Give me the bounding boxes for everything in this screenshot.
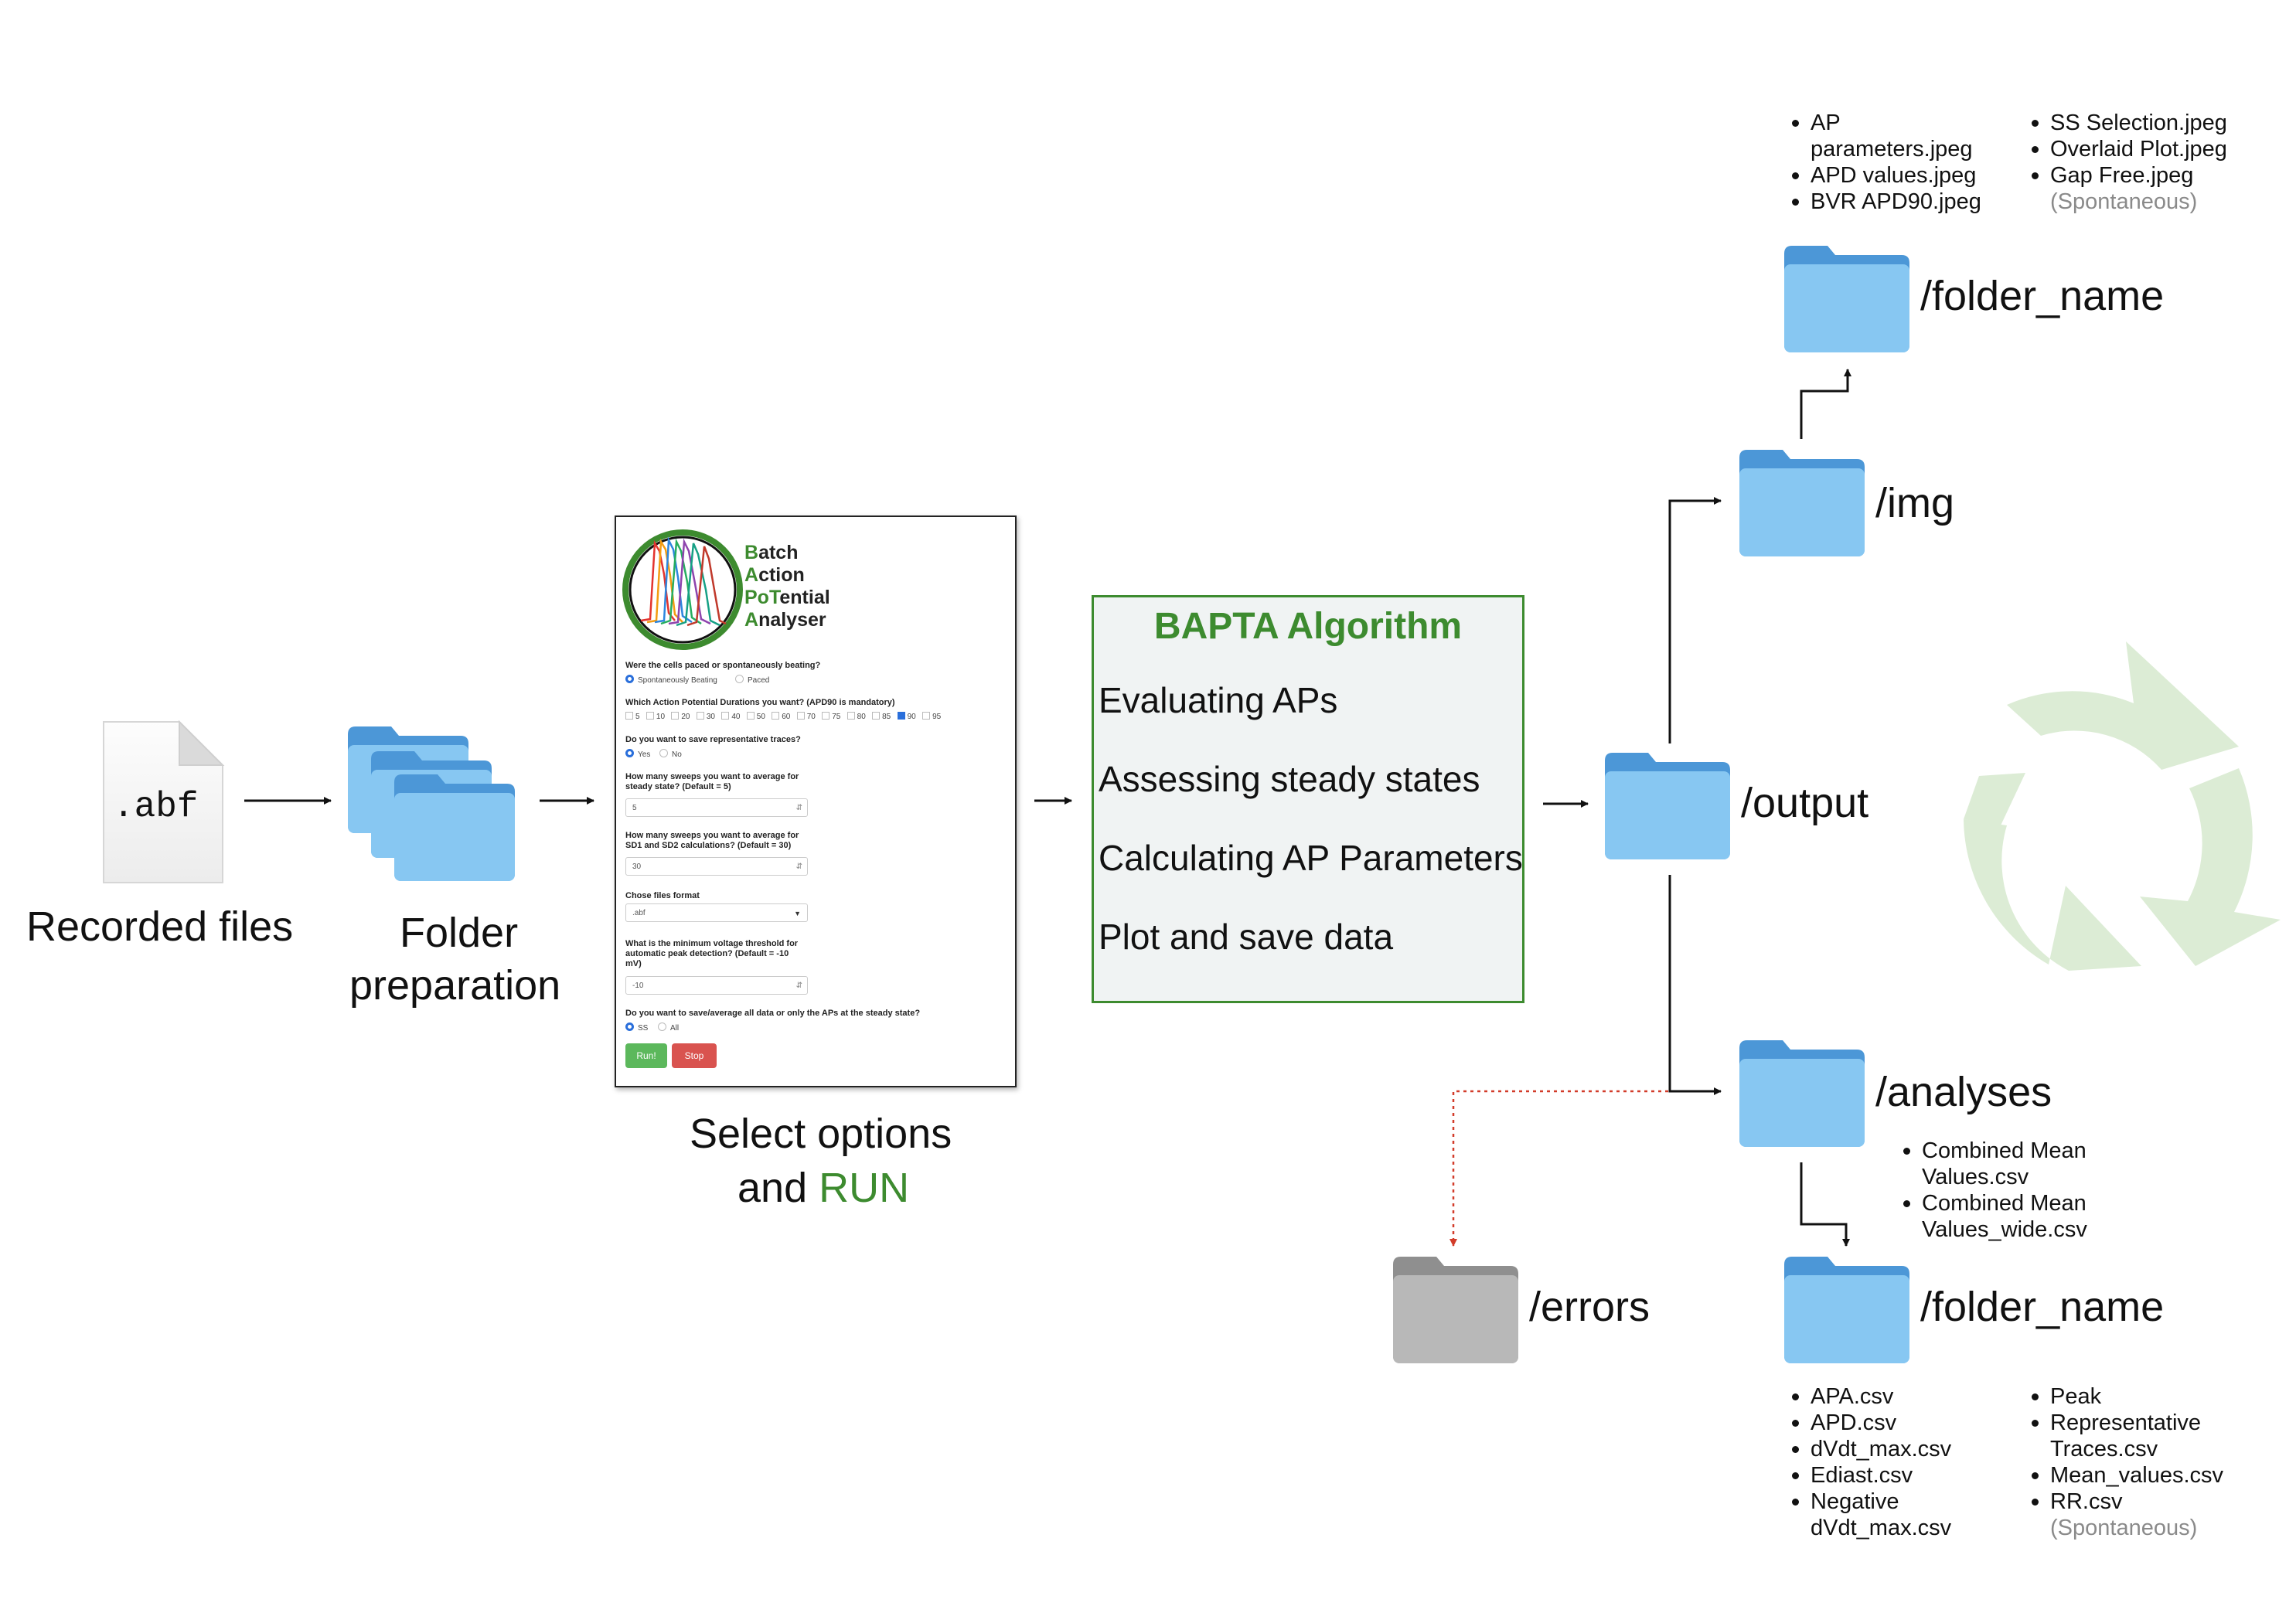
analyses-sub-files-list-right: Peak Representative Traces.csv Mean_valu… — [2030, 1383, 2254, 1541]
analyses-subfolder-label: /folder_name — [1920, 1284, 2165, 1330]
list-item: APD.csv — [1790, 1410, 1984, 1436]
list-item: APD values.jpeg — [1790, 162, 2015, 189]
errors-folder-icon — [1393, 1257, 1518, 1363]
algorithm-box: BAPTA Algorithm Evaluating APs Assessing… — [1092, 595, 1524, 1003]
analyses-folder-icon — [1739, 1040, 1865, 1147]
algorithm-step-2: Assessing steady states — [1099, 759, 1480, 799]
analyses-subfolder-icon — [1784, 1257, 1909, 1363]
sd-sweeps-input[interactable]: 30⇵ — [625, 857, 808, 876]
folder-prep-caption-line2: preparation — [349, 962, 561, 1009]
radio-yes[interactable]: Yes — [625, 749, 650, 759]
radio-all[interactable]: All — [658, 1022, 679, 1033]
ss-sweeps-input[interactable]: 5⇵ — [625, 798, 808, 817]
list-item: APA.csv — [1790, 1383, 1984, 1410]
radio-spontaneous[interactable]: Spontaneously Beating — [625, 675, 717, 685]
recycle-icon — [1964, 641, 2281, 971]
img-folder-label: /img — [1875, 480, 1955, 526]
list-item: Peak — [2030, 1383, 2254, 1410]
output-folder-icon — [1605, 753, 1730, 859]
list-item: Representative Traces.csv — [2030, 1410, 2233, 1462]
question-threshold: What is the minimum voltage threshold fo… — [625, 939, 799, 968]
list-item: RR.csv — [2030, 1489, 2254, 1515]
img-subfolder-icon — [1784, 246, 1909, 352]
errors-folder-label: /errors — [1529, 1284, 1650, 1330]
question-paced: Were the cells paced or spontaneously be… — [625, 661, 821, 670]
list-item: Ediast.csv — [1790, 1462, 1984, 1489]
folder-stack-icon — [348, 726, 515, 881]
connector-analyses-to-errors — [1449, 1090, 1668, 1247]
algorithm-step-3: Calculating AP Parameters — [1099, 838, 1523, 878]
app-logo-icon — [622, 529, 743, 650]
img-files-list-right: SS Selection.jpeg Overlaid Plot.jpeg Gap… — [2030, 110, 2227, 215]
folder-prep-caption-line1: Folder — [400, 910, 519, 956]
list-item: BVR APD90.jpeg — [1790, 189, 2015, 215]
list-item: Overlaid Plot.jpeg — [2030, 136, 2227, 162]
stop-button[interactable]: Stop — [672, 1043, 717, 1068]
file-extension-label: .abf — [113, 787, 199, 827]
list-item: Combined Mean Values_wide.csv — [1902, 1190, 2118, 1243]
radio-ss[interactable]: SS — [625, 1022, 648, 1033]
radio-no[interactable]: No — [659, 749, 682, 759]
threshold-input[interactable]: -10⇵ — [625, 976, 808, 995]
connector-output-to-analyses — [1668, 875, 1722, 1095]
question-format: Chose files format — [625, 891, 700, 900]
list-item-note: (Spontaneous) — [2050, 1516, 2198, 1540]
run-caption: and RUN — [738, 1165, 910, 1211]
analyses-folder-label: /analyses — [1875, 1069, 2052, 1115]
output-folder-label: /output — [1741, 780, 1869, 826]
connector-analyses-to-subfolder — [1800, 1162, 1850, 1247]
list-item: Gap Free.jpeg — [2030, 162, 2227, 189]
analyses-sub-files-list-left: APA.csv APD.csv dVdt_max.csv Ediast.csv … — [1790, 1383, 1984, 1541]
algorithm-title: BAPTA Algorithm — [1153, 606, 1463, 647]
select-options-caption: Select options — [690, 1111, 952, 1157]
list-item: AP parameters.jpeg — [1790, 110, 1973, 162]
app-logo-text: Batch Action PoTential Analyser — [744, 542, 830, 631]
radio-paced[interactable]: Paced — [735, 675, 769, 685]
list-item: SS Selection.jpeg — [2030, 110, 2227, 136]
analyses-files-list: Combined Mean Values.csv Combined Mean V… — [1902, 1138, 2118, 1243]
connector-img-to-subfolder — [1800, 369, 1851, 439]
list-item: Mean_values.csv — [2030, 1462, 2254, 1489]
run-button[interactable]: Run! — [625, 1043, 667, 1068]
list-item: Combined Mean Values.csv — [1902, 1138, 2118, 1190]
apd-checkbox-group[interactable]: 5 10 20 30 40 50 60 70 75 80 85 90 95 — [625, 712, 941, 721]
algorithm-step-4: Plot and save data — [1099, 917, 1394, 957]
list-item: dVdt_max.csv — [1790, 1436, 1984, 1462]
img-subfolder-label: /folder_name — [1920, 273, 2165, 319]
question-traces: Do you want to save representative trace… — [625, 735, 801, 744]
question-apd: Which Action Potential Durations you wan… — [625, 698, 895, 707]
list-item-note: (Spontaneous) — [2050, 189, 2198, 214]
algorithm-step-1: Evaluating APs — [1099, 680, 1338, 720]
img-folder-icon — [1739, 450, 1865, 556]
list-item: Negative dVdt_max.csv — [1790, 1489, 1957, 1541]
recorded-files-caption: Recorded files — [26, 903, 294, 950]
img-files-list-left: AP parameters.jpeg APD values.jpeg BVR A… — [1790, 110, 2015, 215]
format-select[interactable]: .abf▼ — [625, 903, 808, 922]
abf-file-icon — [103, 720, 225, 883]
app-screenshot: Batch Action PoTential Analyser Were the… — [615, 515, 1017, 1087]
question-save-mode: Do you want to save/average all data or … — [625, 1009, 921, 1018]
connector-output-to-img — [1668, 497, 1722, 743]
